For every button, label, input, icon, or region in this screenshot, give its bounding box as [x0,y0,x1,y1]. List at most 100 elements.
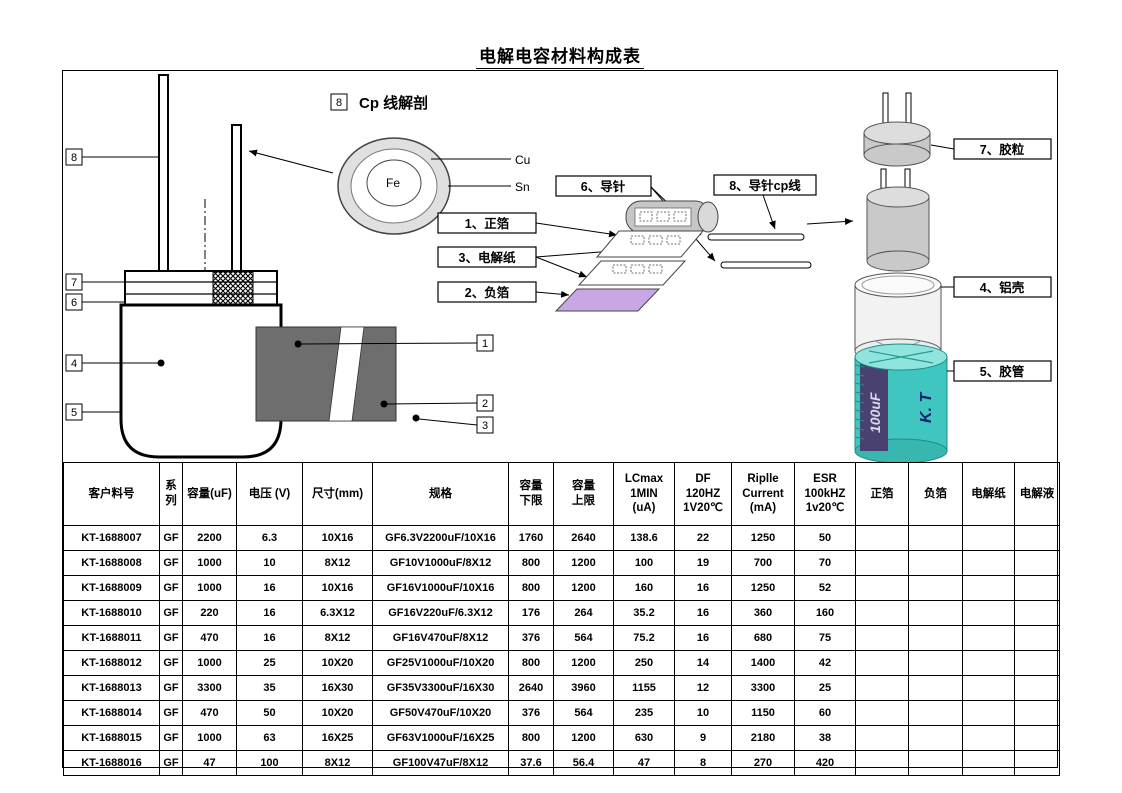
column-header-2: 容量(uF) [182,462,237,526]
table-cell: GF [159,650,183,676]
table-cell: 8X12 [302,550,373,576]
table-cell: 800 [508,725,554,751]
table-cell: 8 [674,750,732,776]
table-cell: 25 [794,675,856,701]
table-cell [962,650,1015,676]
table-cell [962,625,1015,651]
label-paper: 3、电解纸 [459,250,516,265]
page-title: 电解电容材料构成表 [62,42,1058,69]
callout-number-8: 8 [71,152,77,164]
table-cell: 8X12 [302,750,373,776]
table-cell: 60 [794,700,856,726]
table-cell [1014,650,1060,676]
table-cell: 16X25 [302,725,373,751]
table-cell: 37.6 [508,750,554,776]
column-header-5: 规格 [372,462,509,526]
table-cell: 1250 [731,525,795,551]
table-cell: 176 [508,600,554,626]
table-cell: KT-1688011 [63,625,160,651]
table-cell [908,700,963,726]
table-cell: 35 [236,675,303,701]
table-cell: 56.4 [553,750,614,776]
table-cell [855,575,909,601]
table-cell: GF16V470uF/8X12 [372,625,509,651]
label-rubber-seal: 7、胶粒 [980,142,1025,157]
table-cell: GF [159,600,183,626]
capacitor-cross-section [119,74,420,459]
table-cell [908,675,963,701]
column-header-14: 电解纸 [962,462,1015,526]
table-cell: 100 [236,750,303,776]
table-cell [1014,750,1060,776]
table-cell: 16 [236,600,303,626]
table-cell: GF16V220uF/6.3X12 [372,600,509,626]
table-cell: KT-1688015 [63,725,160,751]
sleeve-band [860,359,888,451]
table-cell: 1000 [182,650,237,676]
table-cell [855,625,909,651]
table-cell: 160 [794,600,856,626]
table-cell: 160 [613,575,675,601]
table-cell: 10X20 [302,650,373,676]
table-cell: 376 [508,625,554,651]
callout-number-3: 3 [482,420,488,432]
table-cell [908,600,963,626]
table-cell [908,525,963,551]
column-header-4: 尺寸(mm) [302,462,373,526]
column-header-12: 正箔 [855,462,909,526]
foil-sheet-negative [554,288,661,312]
table-cell: GF100V47uF/8X12 [372,750,509,776]
table-cell: 9 [674,725,732,751]
table-cell: 47 [182,750,237,776]
table-cell: 470 [182,700,237,726]
table-cell [908,650,963,676]
table-cell [855,750,909,776]
table-cell: 52 [794,575,856,601]
lead-pin-bottom [720,261,812,269]
table-cell: KT-1688016 [63,750,160,776]
table-cell: GF50V470uF/10X20 [372,700,509,726]
capacitor-body [119,303,283,459]
table-cell [855,525,909,551]
table-cell: 1200 [553,725,614,751]
table-cell: 1000 [182,725,237,751]
table-cell [855,600,909,626]
callout-number-2: 2 [482,398,488,410]
table-cell: 38 [794,725,856,751]
label-neg-foil: 2、负箔 [465,285,510,300]
table-cell: 250 [613,650,675,676]
column-header-3: 电压 (V) [236,462,303,526]
lead-wire-right [231,124,242,286]
exploded-rubber-seal [863,92,955,167]
table-cell [962,750,1015,776]
table-cell [855,675,909,701]
column-header-0: 客户料号 [63,462,160,526]
table-cell [855,700,909,726]
table-cell: 75 [794,625,856,651]
lead-wire-left [158,74,169,288]
table-cell: 1400 [731,650,795,676]
table-cell: GF35V3300uF/16X30 [372,675,509,701]
wire-mid-label: Cu [515,153,530,167]
table-cell: 100 [613,550,675,576]
finished-capacitor: 100uF K. T [854,343,954,462]
sleeve-brand-text: K. T [918,392,935,423]
table-cell: GF25V1000uF/10X20 [372,650,509,676]
table-cell: GF [159,550,183,576]
table-cell: GF10V1000uF/8X12 [372,550,509,576]
wire-outer-label: Sn [515,180,530,194]
table-cell: 75.2 [613,625,675,651]
callout-number-6: 6 [71,297,77,309]
table-cell: 1000 [182,575,237,601]
table-cell: 70 [794,550,856,576]
table-cell: KT-1688010 [63,600,160,626]
table-cell [908,575,963,601]
table-cell: KT-1688012 [63,650,160,676]
table-cell: KT-1688008 [63,550,160,576]
